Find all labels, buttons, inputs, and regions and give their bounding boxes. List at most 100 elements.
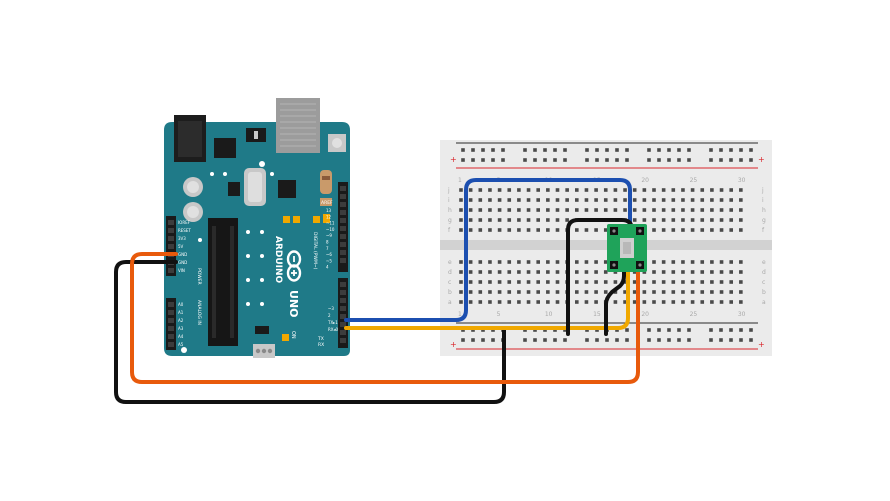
rail-hole — [657, 158, 661, 162]
breadboard-hole — [719, 208, 724, 212]
breadboard-hole — [555, 208, 560, 212]
arduino-uno-board: ARDUINO UNO ON DIGITAL (PWM~) POWER ANAL… — [164, 98, 350, 358]
breadboard-hole — [555, 290, 560, 294]
column-number: 20 — [641, 311, 649, 318]
rail-hole — [471, 148, 475, 152]
breadboard-hole — [729, 270, 733, 274]
rail-hole — [595, 158, 599, 162]
breadboard-hole — [632, 280, 637, 284]
breadboard-hole — [507, 260, 512, 264]
row-letter: d — [448, 269, 452, 276]
sensor-module — [607, 224, 647, 272]
breadboard-hole — [681, 270, 685, 274]
breadboard-hole — [690, 208, 695, 212]
rail-hole — [605, 148, 609, 152]
row-letter: a — [448, 299, 452, 306]
breadboard-hole — [526, 218, 531, 222]
breadboard-hole — [497, 228, 502, 232]
breadboard-hole — [517, 218, 521, 222]
pin-label: GND — [178, 260, 187, 265]
breadboard-hole — [739, 218, 743, 222]
rail-hole — [543, 148, 547, 152]
breadboard-hole — [710, 280, 714, 284]
rail-hole — [625, 148, 629, 152]
breadboard-hole — [681, 280, 685, 284]
breadboard-hole — [555, 198, 560, 202]
breadboard-hole — [517, 280, 521, 284]
breadboard-hole — [497, 300, 502, 304]
breadboard-hole — [488, 280, 492, 284]
rail-hole — [625, 158, 629, 162]
rail-plus-sign: + — [450, 340, 457, 349]
rail-hole — [585, 338, 589, 342]
breadboard-hole — [700, 270, 705, 274]
breadboard-hole — [739, 188, 743, 192]
breadboard-hole — [690, 270, 695, 274]
rail-hole — [625, 328, 629, 332]
rail-hole — [739, 158, 743, 162]
breadboard-hole — [594, 260, 598, 264]
pin-label: A5 — [178, 342, 184, 347]
breadboard-hole — [710, 290, 714, 294]
rail-hole — [625, 338, 629, 342]
breadboard-hole — [507, 188, 512, 192]
breadboard-hole — [700, 300, 705, 304]
breadboard-hole — [652, 208, 656, 212]
rail-plus-sign: + — [450, 155, 457, 164]
breadboard-hole — [710, 260, 714, 264]
breadboard-hole — [546, 218, 550, 222]
breadboard-hole — [623, 198, 627, 202]
breadboard-hole — [478, 208, 483, 212]
rail-hole — [729, 338, 733, 342]
rail-hole — [667, 328, 671, 332]
rail-hole — [719, 158, 723, 162]
breadboard-hole — [719, 260, 724, 264]
breadboard-hole — [497, 208, 502, 212]
breadboard-hole — [507, 280, 512, 284]
rail-hole — [491, 338, 495, 342]
wire-black-gnd-long — [114, 260, 506, 404]
breadboard-hole — [526, 260, 531, 264]
breadboard-hole — [613, 208, 618, 212]
breadboard-hole — [517, 270, 521, 274]
breadboard-hole — [729, 300, 733, 304]
breadboard-hole — [526, 270, 531, 274]
pin-label: 7 — [326, 246, 329, 251]
breadboard-hole — [497, 270, 502, 274]
rail-hole — [667, 148, 671, 152]
rail-hole — [481, 338, 485, 342]
analog-header — [166, 298, 176, 350]
row-letter: h — [448, 207, 452, 214]
breadboard-hole — [584, 260, 589, 264]
breadboard-hole — [671, 208, 676, 212]
breadboard-hole — [497, 198, 502, 202]
pin-label: ~10 — [326, 227, 335, 232]
tx-label: TX — [317, 336, 324, 342]
rx-label: RX — [318, 342, 324, 348]
breadboard-hole — [652, 270, 656, 274]
breadboard-hole — [584, 228, 589, 232]
breadboard-holes — [459, 148, 753, 342]
breadboard-hole — [459, 228, 463, 232]
breadboard-hole — [488, 290, 492, 294]
breadboard-hole — [632, 290, 637, 294]
breadboard-hole — [603, 260, 608, 264]
breadboard-hole — [584, 290, 589, 294]
on-label: ON — [290, 331, 296, 339]
rail-hole — [595, 338, 599, 342]
column-number: 20 — [641, 177, 649, 184]
rail-hole — [729, 328, 733, 332]
breadboard-hole — [613, 188, 618, 192]
breadboard-hole — [584, 188, 589, 192]
rail-hole — [481, 148, 485, 152]
breadboard-hole — [459, 208, 463, 212]
breadboard-hole — [478, 198, 483, 202]
breadboard-hole — [517, 188, 521, 192]
breadboard-hole — [671, 270, 676, 274]
pin-label: 13 — [326, 208, 332, 213]
arduino-logo — [286, 250, 302, 282]
breadboard-hole — [497, 188, 502, 192]
breadboard-hole — [623, 188, 627, 192]
breadboard-hole — [652, 300, 656, 304]
